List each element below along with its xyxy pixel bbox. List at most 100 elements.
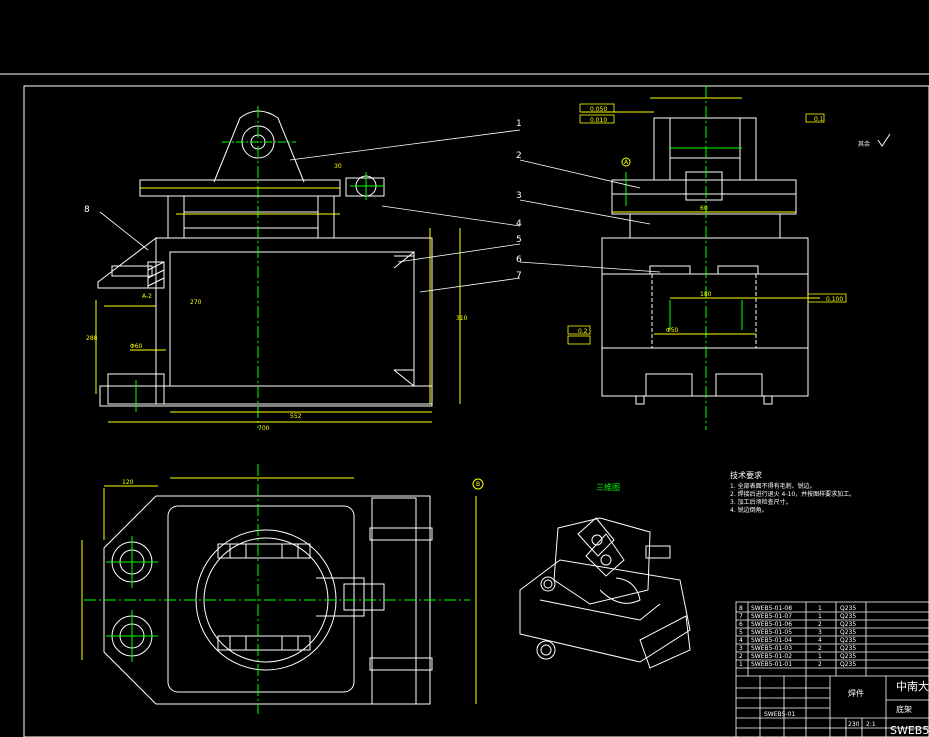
title-design-label: 焊件 <box>848 688 864 698</box>
side-view <box>601 117 809 405</box>
side-pin-block <box>685 171 723 201</box>
front-view <box>97 110 433 407</box>
parts-row-2-no: 2 <box>739 653 743 660</box>
dim-phi50: Φ50 <box>666 327 679 334</box>
parts-row-7-qty: 1 <box>818 613 822 620</box>
parts-row-4-no: 4 <box>739 637 743 644</box>
parts-row-8-no: 8 <box>739 605 743 612</box>
main-frame-outer <box>155 237 433 405</box>
parts-row-1-qty: 2 <box>818 661 822 668</box>
part-label-5: 5 <box>516 235 522 245</box>
part-label-2: 2 <box>516 151 522 161</box>
tol-0100: 0.100 <box>826 296 843 303</box>
title-drawing-no: SWEB5-01 <box>890 724 929 737</box>
parts-row-6-no: 6 <box>739 621 743 628</box>
parts-row-4-qty: 4 <box>818 637 822 644</box>
iso-base <box>519 559 691 663</box>
parts-list-grid <box>735 601 929 737</box>
side-view-centerlines <box>625 86 743 430</box>
datum-b-label: B <box>476 481 480 488</box>
parts-row-6-qty: 2 <box>818 621 822 628</box>
iso-ear-1 <box>577 517 615 557</box>
dim-270: 270 <box>190 299 202 306</box>
dim-120: 120 <box>122 479 134 486</box>
dim-60: 60 <box>700 205 708 212</box>
parts-row-3-qty: 2 <box>818 645 822 652</box>
parts-row-4-mat: Q235 <box>840 637 856 644</box>
top-view-centerlines <box>84 464 470 714</box>
dim-30: 30 <box>334 163 342 170</box>
dim-phi60: Φ60 <box>130 343 143 350</box>
side-lug-right <box>739 117 757 181</box>
tol-0010: 0.010 <box>590 117 607 124</box>
parts-row-7-no: 7 <box>739 613 743 620</box>
top-view-dims <box>81 477 477 704</box>
side-slot-right <box>717 265 759 275</box>
tech-req-line-2: 2. 焊接后进行退火 4-10，并按图样要求加工。 <box>730 490 855 498</box>
parts-row-8-code: SWEB5-01-08 <box>751 605 792 612</box>
bottom-plate <box>99 385 433 407</box>
top-view-inner <box>167 505 355 693</box>
drawing-frame <box>23 85 929 737</box>
parts-row-2-code: SWEB5-01-02 <box>751 653 792 660</box>
right-column <box>317 195 335 239</box>
parts-row-2-mat: Q235 <box>840 653 856 660</box>
side-foot-left <box>645 373 693 397</box>
part-label-1: 1 <box>516 119 522 129</box>
parts-row-6-mat: Q235 <box>840 621 856 628</box>
top-slot-2 <box>217 635 311 651</box>
tech-req-title: 技术要求 <box>730 470 762 480</box>
datum-b-symbol <box>472 478 484 490</box>
tech-req-line-4: 4. 锐边倒角。 <box>730 506 768 514</box>
top-lug-bar-2 <box>369 657 433 671</box>
dim-288: 288 <box>86 335 98 342</box>
parts-row-7-code: SWEB5-01-07 <box>751 613 792 620</box>
parts-row-5-no: 5 <box>739 629 743 636</box>
hatch-box <box>147 261 165 289</box>
parts-row-7-mat: Q235 <box>840 613 856 620</box>
top-lug-column <box>371 497 417 705</box>
iso-ring <box>599 577 641 604</box>
iso-frame-end <box>639 615 691 669</box>
surface-rest-label: 其余 <box>858 140 870 148</box>
tolerance-frames <box>567 103 847 345</box>
iso-hole-1 <box>540 576 556 592</box>
parts-row-3-no: 3 <box>739 645 743 652</box>
part-label-7: 7 <box>516 271 522 281</box>
side-neck <box>629 213 781 239</box>
part-label-4: 4 <box>516 219 522 229</box>
parts-row-3-code: SWEB5-01-03 <box>751 645 792 652</box>
title-code-small: SWEB5-01 <box>764 711 795 718</box>
parts-row-8-mat: Q235 <box>840 605 856 612</box>
title-part-name: 底架 <box>896 704 912 714</box>
left-bracket <box>97 236 157 289</box>
tech-req-line-3: 3. 加工后须检查尺寸。 <box>730 498 792 506</box>
parts-row-5-qty: 3 <box>818 629 822 636</box>
isometric-view <box>519 517 691 669</box>
front-view-leaders <box>99 129 521 293</box>
part-label-6: 6 <box>516 255 522 265</box>
bracket-hole <box>111 265 153 277</box>
tol-0050: 0.050 <box>590 106 607 113</box>
side-lug-plate <box>345 177 385 197</box>
parts-row-5-code: SWEB5-01-05 <box>751 629 792 636</box>
parts-row-1-mat: Q235 <box>840 661 856 668</box>
side-view-dims <box>582 97 820 335</box>
iso-ear-2 <box>585 533 625 577</box>
top-fork-plate <box>343 583 385 611</box>
top-view <box>103 495 433 705</box>
lug-ear <box>213 110 305 183</box>
parts-row-2-qty: 1 <box>818 653 822 660</box>
part-label-8: 8 <box>84 205 90 215</box>
parts-row-1-code: SWEB5-01-01 <box>751 661 792 668</box>
dim-700: 700 <box>258 425 270 432</box>
title-scale: 2:1 <box>866 721 876 728</box>
top-view-outline <box>103 495 431 705</box>
side-foot-right <box>715 373 763 397</box>
parts-row-8-qty: 1 <box>818 605 822 612</box>
parts-row-4-code: SWEB5-01-04 <box>751 637 792 644</box>
parts-row-6-code: SWEB5-01-06 <box>751 621 792 628</box>
dim-a2: A-2 <box>142 293 152 300</box>
